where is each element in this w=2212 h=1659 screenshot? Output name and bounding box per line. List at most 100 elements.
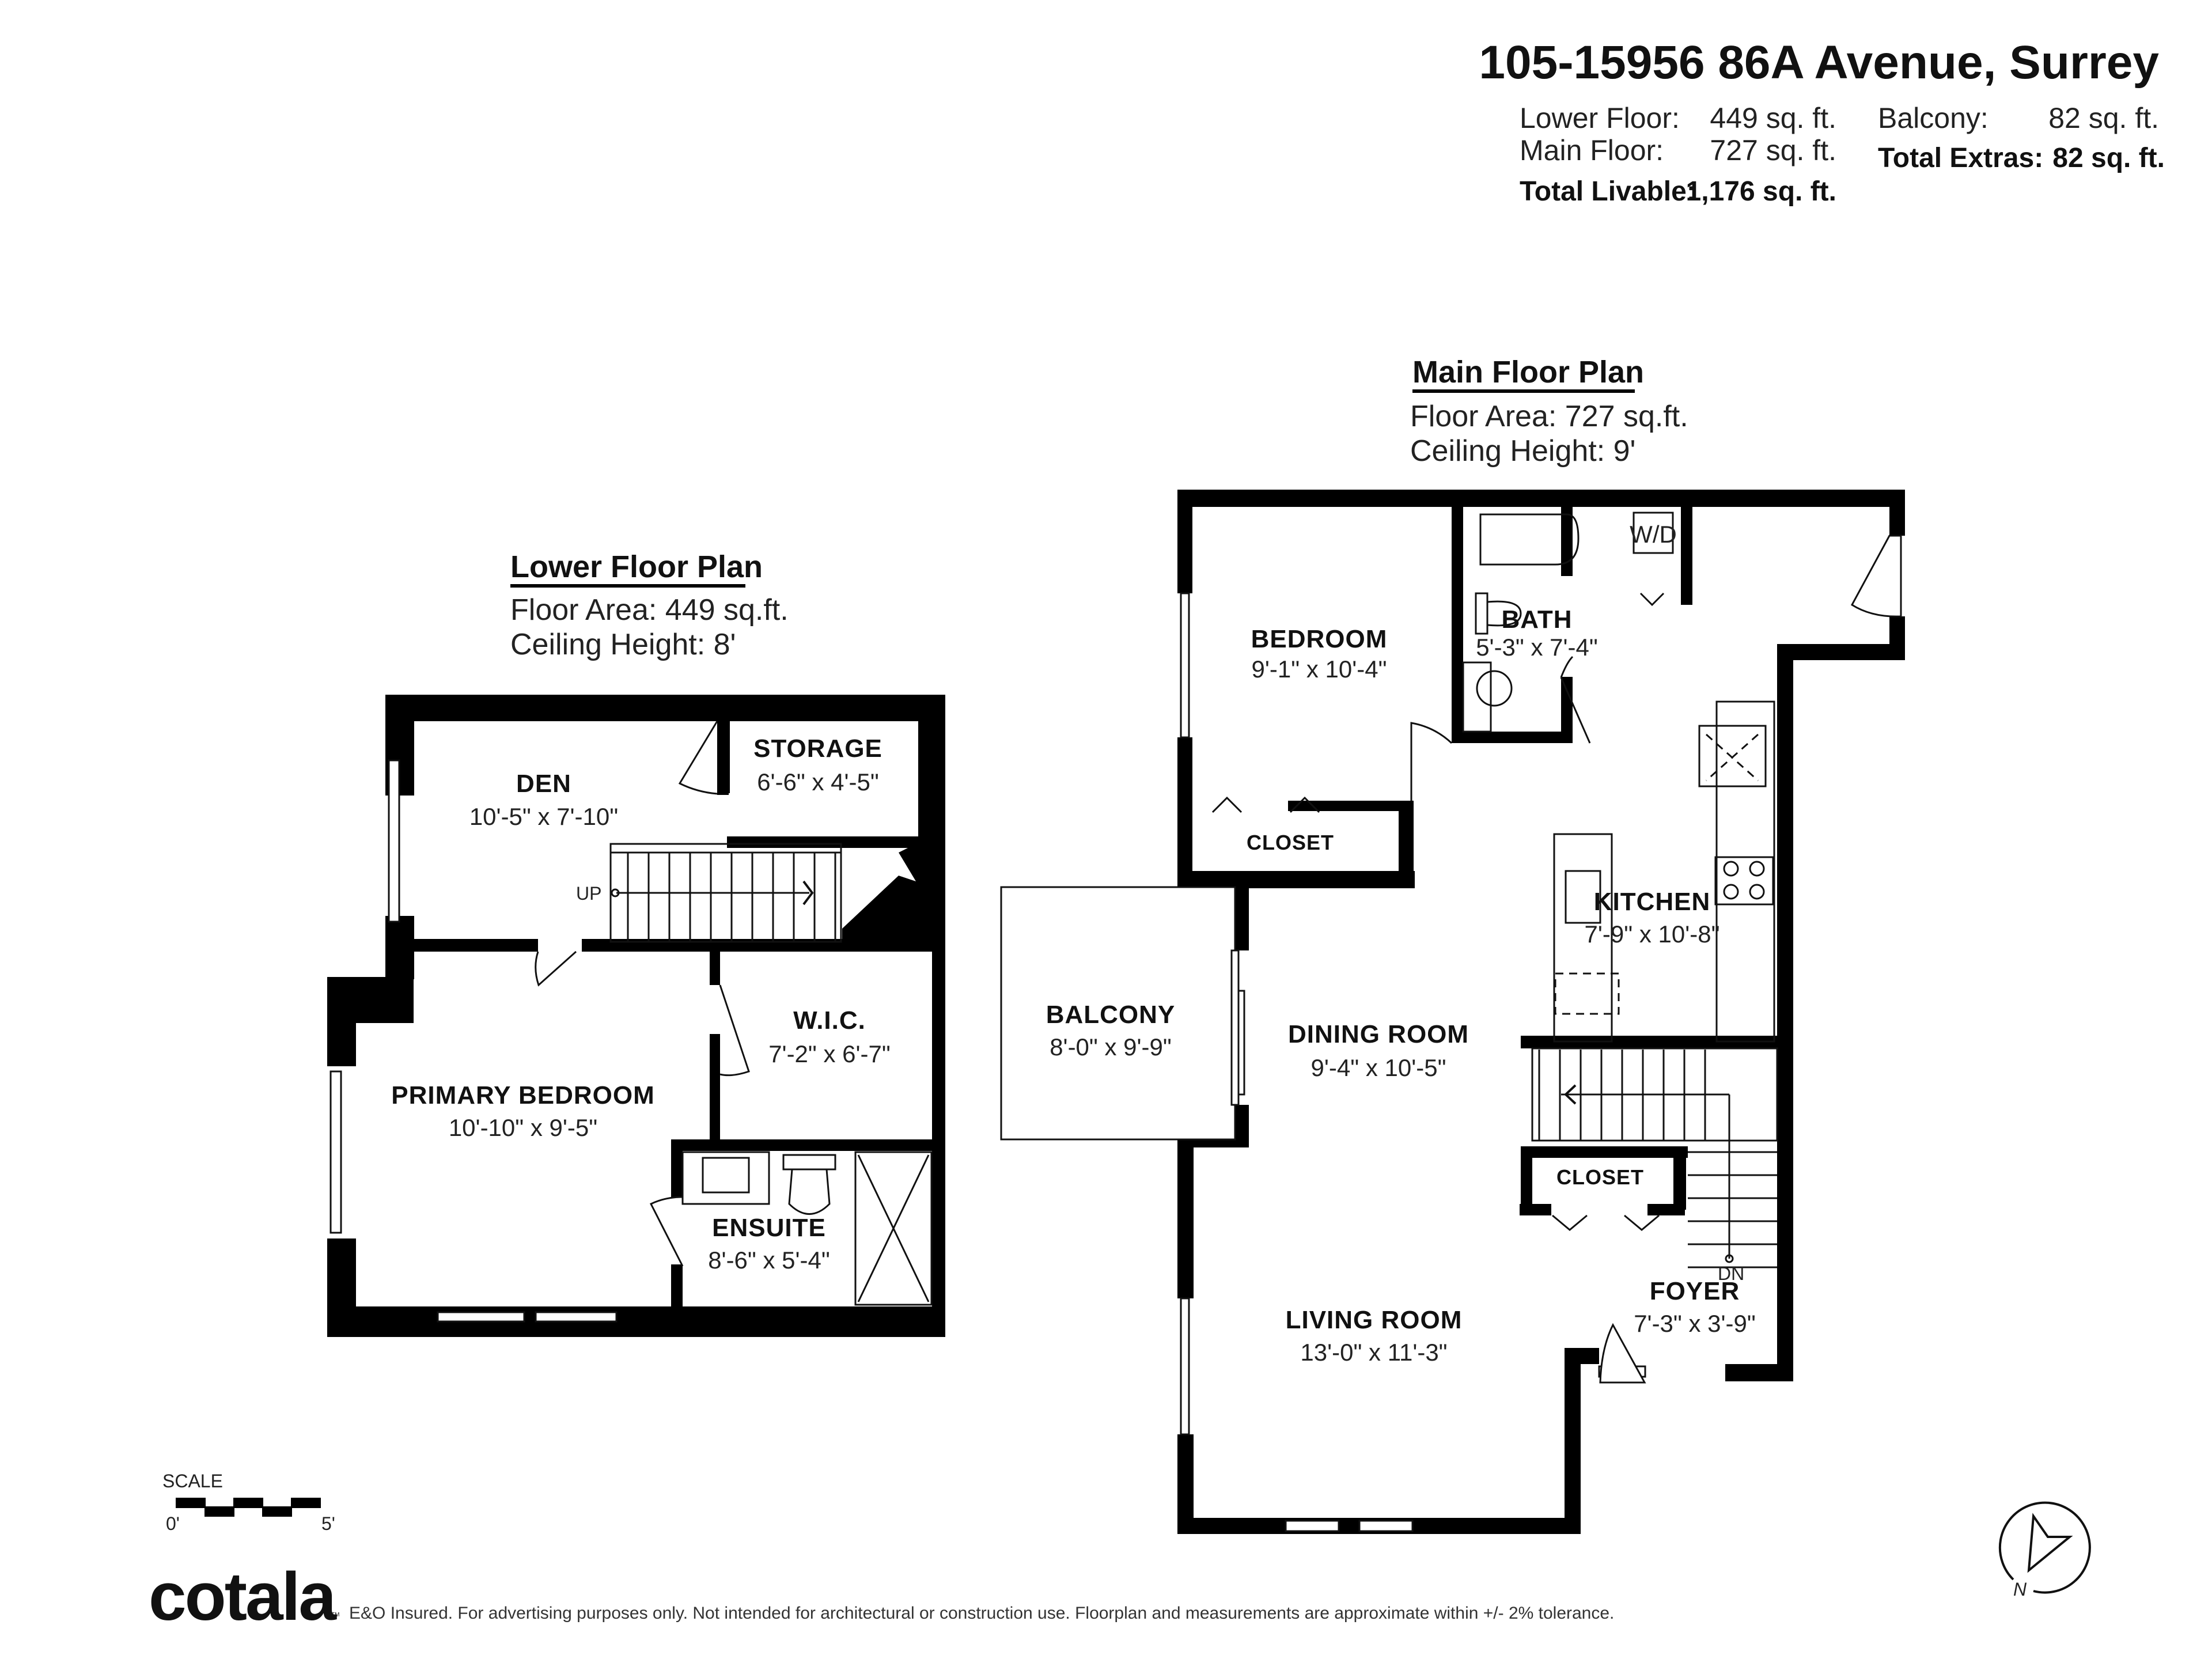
scale-label: SCALE	[162, 1471, 223, 1491]
stairs-arrow-icon	[1564, 1084, 1577, 1105]
trademark: TM	[331, 1612, 339, 1618]
window	[329, 1070, 342, 1234]
room-name: CLOSET	[1556, 1165, 1644, 1189]
main-floor-ceiling: Ceiling Height: 9'	[1410, 434, 1635, 468]
kitchen-sink-icon	[1565, 870, 1601, 924]
room-name: PRIMARY BEDROOM	[391, 1081, 654, 1109]
entry-door	[1851, 535, 1902, 618]
scale-start: 0'	[166, 1513, 180, 1534]
main-floor-plan: Main Floor Plan Floor Area: 727 sq.ft. C…	[1000, 355, 1905, 1534]
bifold-door	[1552, 1214, 1588, 1231]
compass-n-label: N	[2013, 1579, 2027, 1600]
main-floor-heading: Main Floor Plan	[1412, 355, 1644, 389]
balcony-outline	[1000, 886, 1236, 1141]
kitchen-island	[1553, 833, 1613, 1043]
sink-icon	[1476, 670, 1513, 707]
footer: cotala TM E&O Insured. For advertising p…	[149, 1559, 1614, 1635]
window	[1180, 592, 1190, 738]
lower-walls	[327, 695, 945, 1337]
toilet-icon	[1475, 592, 1488, 635]
disclaimer: E&O Insured. For advertising purposes on…	[349, 1604, 1614, 1623]
room-dims: 7'-9" x 10'-8"	[1585, 921, 1720, 948]
lower-floor-label: Lower Floor:	[1520, 102, 1680, 134]
ensuite-fixtures	[681, 1151, 933, 1306]
room-name: ENSUITE	[712, 1214, 826, 1242]
window	[535, 1311, 618, 1323]
dishwasher-icon	[1554, 972, 1620, 1015]
scale-end: 5'	[321, 1513, 335, 1534]
stairs-down-label: DN	[1718, 1263, 1744, 1284]
sliding-door	[1230, 949, 1240, 1106]
window	[388, 759, 400, 923]
bedroom-door	[1410, 722, 1453, 801]
balcony-value: 82 sq. ft.	[2048, 102, 2159, 134]
lower-floor-area: Floor Area: 449 sq.ft.	[510, 593, 789, 627]
total-extras-label: Total Extras:	[1878, 143, 2043, 173]
ensuite-door	[649, 1196, 684, 1267]
balcony-label: Balcony:	[1878, 102, 1988, 134]
bifold-door	[1639, 592, 1665, 607]
room-dims: 7'-3" x 3'-9"	[1634, 1310, 1756, 1337]
sliding-door	[1237, 990, 1245, 1096]
room-dims: 5'-3" x 7'-4"	[1476, 634, 1598, 661]
window	[1180, 1297, 1190, 1435]
total-livable-value: 1,176 sq. ft.	[1686, 176, 1836, 207]
room-dims: 13'-0" x 11'-3"	[1300, 1339, 1447, 1366]
room-dims: 9'-1" x 10'-4"	[1252, 656, 1387, 683]
lower-floor-plan: Lower Floor Plan Floor Area: 449 sq.ft. …	[327, 550, 945, 1337]
lower-floor-value: 449 sq. ft.	[1710, 102, 1836, 134]
room-name: BATH	[1502, 605, 1573, 634]
brand-logo: cotala	[149, 1559, 337, 1635]
room-name: STORAGE	[753, 734, 882, 763]
main-floor-area: Floor Area: 727 sq.ft.	[1410, 400, 1688, 433]
address-title: 105-15956 86A Avenue, Surrey	[1479, 36, 2159, 89]
window	[437, 1311, 525, 1323]
sink-icon	[702, 1157, 750, 1194]
bathtub-icon	[1479, 513, 1580, 566]
storage-door	[678, 721, 718, 795]
window	[1285, 1520, 1340, 1532]
room-name: W.I.C.	[793, 1006, 866, 1035]
lower-floor-heading: Lower Floor Plan	[510, 550, 763, 584]
total-extras-value: 82 sq. ft.	[2052, 143, 2165, 173]
heading-underline	[1412, 389, 1635, 393]
bath-fixtures: W/D	[1462, 512, 1677, 733]
room-name: BALCONY	[1046, 1001, 1176, 1029]
scale-bar: SCALE 0' 5'	[162, 1471, 335, 1534]
main-stairs: DN	[1531, 1047, 1778, 1284]
room-dims: 7'-2" x 6'-7"	[768, 1040, 891, 1067]
stairs-up-label: UP	[576, 883, 601, 904]
main-floor-value: 727 sq. ft.	[1710, 134, 1836, 166]
room-name: DEN	[516, 770, 571, 798]
foyer-door	[1599, 1323, 1646, 1384]
toilet-icon	[782, 1154, 836, 1171]
bifold-door	[1211, 796, 1243, 813]
room-dims: 9'-4" x 10'-5"	[1311, 1054, 1446, 1081]
room-name: LIVING ROOM	[1286, 1306, 1463, 1334]
room-dims: 10'-10" x 9'-5"	[449, 1114, 597, 1141]
heading-underline	[510, 584, 745, 588]
main-walls	[1177, 490, 1905, 1534]
room-name: CLOSET	[1247, 831, 1334, 854]
room-dims: 8'-0" x 9'-9"	[1050, 1033, 1172, 1060]
header: 105-15956 86A Avenue, Surrey Lower Floor…	[1479, 36, 2165, 207]
bath-door	[1560, 656, 1591, 744]
room-name: DINING ROOM	[1288, 1020, 1469, 1048]
wd-label: W/D	[1630, 521, 1677, 548]
room-dims: 8'-6" x 5'-4"	[708, 1247, 830, 1274]
fridge-icon	[1698, 725, 1767, 787]
room-name: BEDROOM	[1251, 625, 1388, 653]
kitchen-fixtures	[1553, 700, 1775, 1043]
shower-icon	[854, 1151, 933, 1306]
main-floor-label: Main Floor:	[1520, 134, 1664, 166]
lower-stairs: UP	[576, 843, 842, 943]
stairs-arrow-icon	[802, 880, 814, 906]
wic-door	[719, 984, 750, 1077]
room-dims: 6'-6" x 4'-5"	[757, 768, 879, 796]
north-arrow-icon: N	[1998, 1501, 2091, 1600]
total-livable-label: Total Livable:	[1520, 176, 1696, 207]
window	[1358, 1520, 1414, 1532]
room-name: FOYER	[1650, 1277, 1740, 1305]
room-name: KITCHEN	[1594, 888, 1711, 916]
